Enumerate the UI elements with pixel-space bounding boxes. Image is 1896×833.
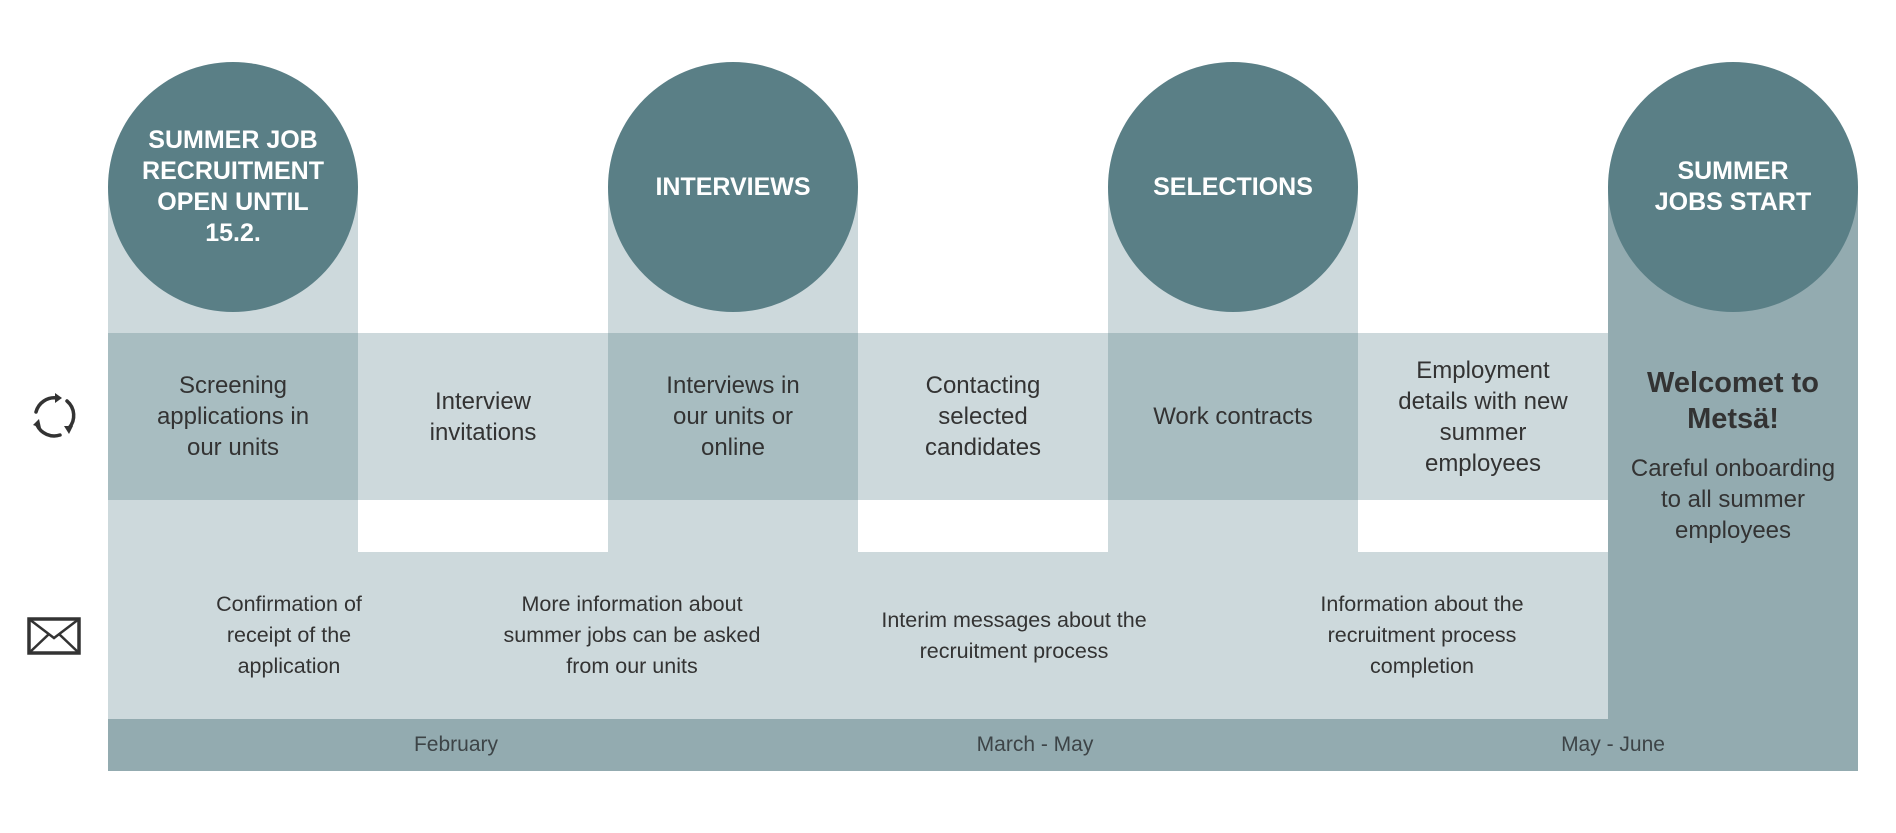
process-step: Interviews in our units or online xyxy=(608,333,858,500)
month-label: February xyxy=(413,733,499,756)
phase-title: INTERVIEWS xyxy=(655,172,811,201)
process-step: Employment details with new summer emplo… xyxy=(1358,333,1608,500)
phase-title: SUMMER JOB RECRUITMENT OPEN UNTIL 15.2. xyxy=(142,126,324,247)
message-row xyxy=(108,552,1608,719)
process-step-text: Interview invitations xyxy=(429,387,537,446)
message-text: Confirmation of receipt of the applicati… xyxy=(216,592,362,678)
phase-title: SUMMER JOBS START xyxy=(1654,157,1812,216)
month-band xyxy=(108,719,1858,771)
phase-title: SELECTIONS xyxy=(1153,172,1313,201)
final-step: Welcomet to Metsä! Careful onboarding to… xyxy=(1608,365,1858,546)
process-step-text: Screening applications in our units xyxy=(156,372,310,461)
process-step: Screening applications in our units xyxy=(108,333,358,500)
envelope-icon xyxy=(27,617,81,655)
onboarding-text: Careful onboarding to all summer employe… xyxy=(1630,455,1836,544)
process-step: Work contracts xyxy=(1108,333,1358,500)
phase-circle: INTERVIEWS xyxy=(608,62,858,312)
message-item: Information about the recruitment proces… xyxy=(1297,552,1547,719)
message-text: Information about the recruitment proces… xyxy=(1320,592,1524,678)
message-text: Interim messages about the recruitment p… xyxy=(881,607,1147,663)
process-step-text: Interviews in our units or online xyxy=(666,372,800,461)
phase-circle: SUMMER JOBS START xyxy=(1608,62,1858,312)
month-label: May - June xyxy=(1561,733,1665,756)
month-label: March - May xyxy=(976,733,1094,756)
process-step-text: Employment details with new summer emplo… xyxy=(1398,356,1568,477)
message-text: More information about summer jobs can b… xyxy=(503,592,761,678)
process-step-text: Work contracts xyxy=(1153,403,1313,430)
process-step-text: Contacting selected candidates xyxy=(924,372,1042,461)
message-item: More information about summer jobs can b… xyxy=(502,552,762,719)
phase-circle: SUMMER JOB RECRUITMENT OPEN UNTIL 15.2. xyxy=(108,62,358,312)
cycle-arrows-icon xyxy=(27,390,81,444)
phase-circle: SELECTIONS xyxy=(1108,62,1358,312)
process-step: Interview invitations xyxy=(358,333,608,500)
process-step: Contacting selected candidates xyxy=(858,333,1108,500)
message-item: Confirmation of receipt of the applicati… xyxy=(184,552,394,719)
message-item: Interim messages about the recruitment p… xyxy=(879,552,1149,719)
welcome-heading: Welcomet to Metsä! xyxy=(1647,367,1819,435)
